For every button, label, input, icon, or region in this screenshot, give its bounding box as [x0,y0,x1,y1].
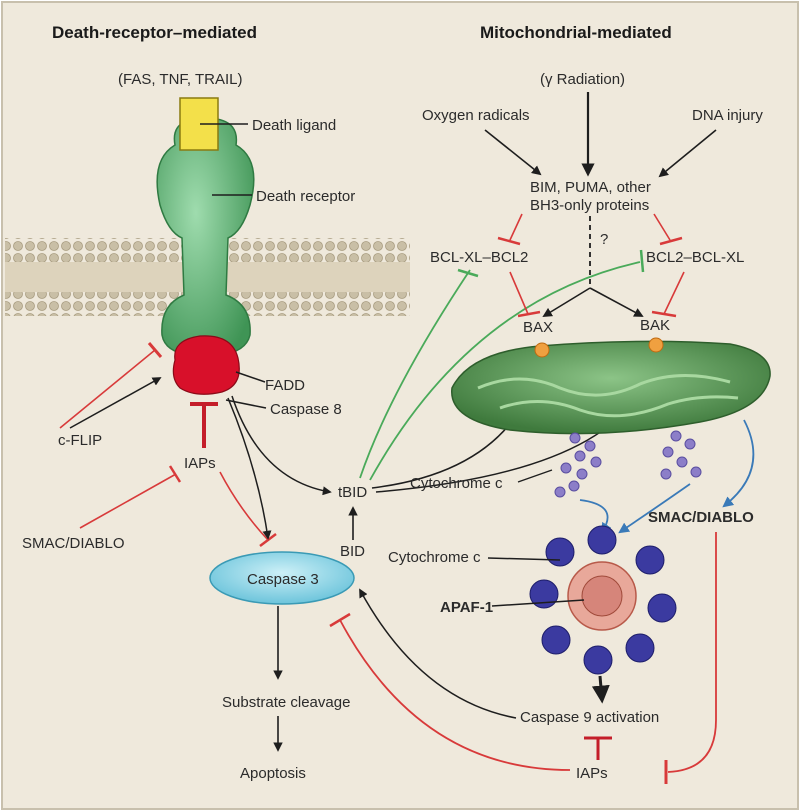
label-bid: BID [340,543,365,560]
label-radiation: (γ Radiation) [540,71,625,88]
label-caspase9: Caspase 9 activation [520,709,659,726]
label-bak: BAK [640,317,670,334]
label-caspase3: Caspase 3 [247,571,319,588]
caspase8-shape [172,335,240,395]
label-cflip: c-FLIP [58,432,102,449]
header-death-receptor: Death-receptor–mediated [52,23,257,42]
label-tbid: tBID [338,484,367,501]
death-receptor [156,117,255,356]
cytochrome-c-cluster-right [660,430,702,480]
label-fadd: FADD [265,377,305,394]
label-bcl2-bclxl: BCL2–BCL-XL [646,249,744,266]
label-iaps-right: IAPs [576,765,608,782]
bax-pore [534,342,550,358]
label-death-ligand: Death ligand [252,117,336,134]
label-cytochrome-c-2: Cytochrome c [388,549,481,566]
apoptosome [529,525,677,675]
caspase3-shape [209,551,355,605]
label-apoptosis: Apoptosis [240,765,306,782]
label-smac-right: SMAC/DIABLO [648,509,754,526]
label-bax: BAX [523,319,553,336]
bak-pore [648,337,664,353]
label-ligands: (FAS, TNF, TRAIL) [118,71,242,88]
label-bh3-line1: BIM, PUMA, other [530,179,651,196]
label-bclxl-bcl2: BCL-XL–BCL2 [430,249,528,266]
label-smac-left: SMAC/DIABLO [22,535,125,552]
label-substrate-cleavage: Substrate cleavage [222,694,350,711]
label-oxygen-radicals: Oxygen radicals [422,107,530,124]
label-cytochrome-c-1: Cytochrome c [410,475,503,492]
label-dna-injury: DNA injury [692,107,763,124]
cytochrome-c-cluster-left [554,432,602,498]
label-apaf1: APAF-1 [440,599,493,616]
label-bh3-line2: BH3-only proteins [530,197,649,214]
label-question: ? [600,231,608,248]
label-death-receptor: Death receptor [256,188,355,205]
label-iaps-left: IAPs [184,455,216,472]
header-mitochondrial: Mitochondrial-mediated [480,23,672,42]
label-caspase8: Caspase 8 [270,401,342,418]
